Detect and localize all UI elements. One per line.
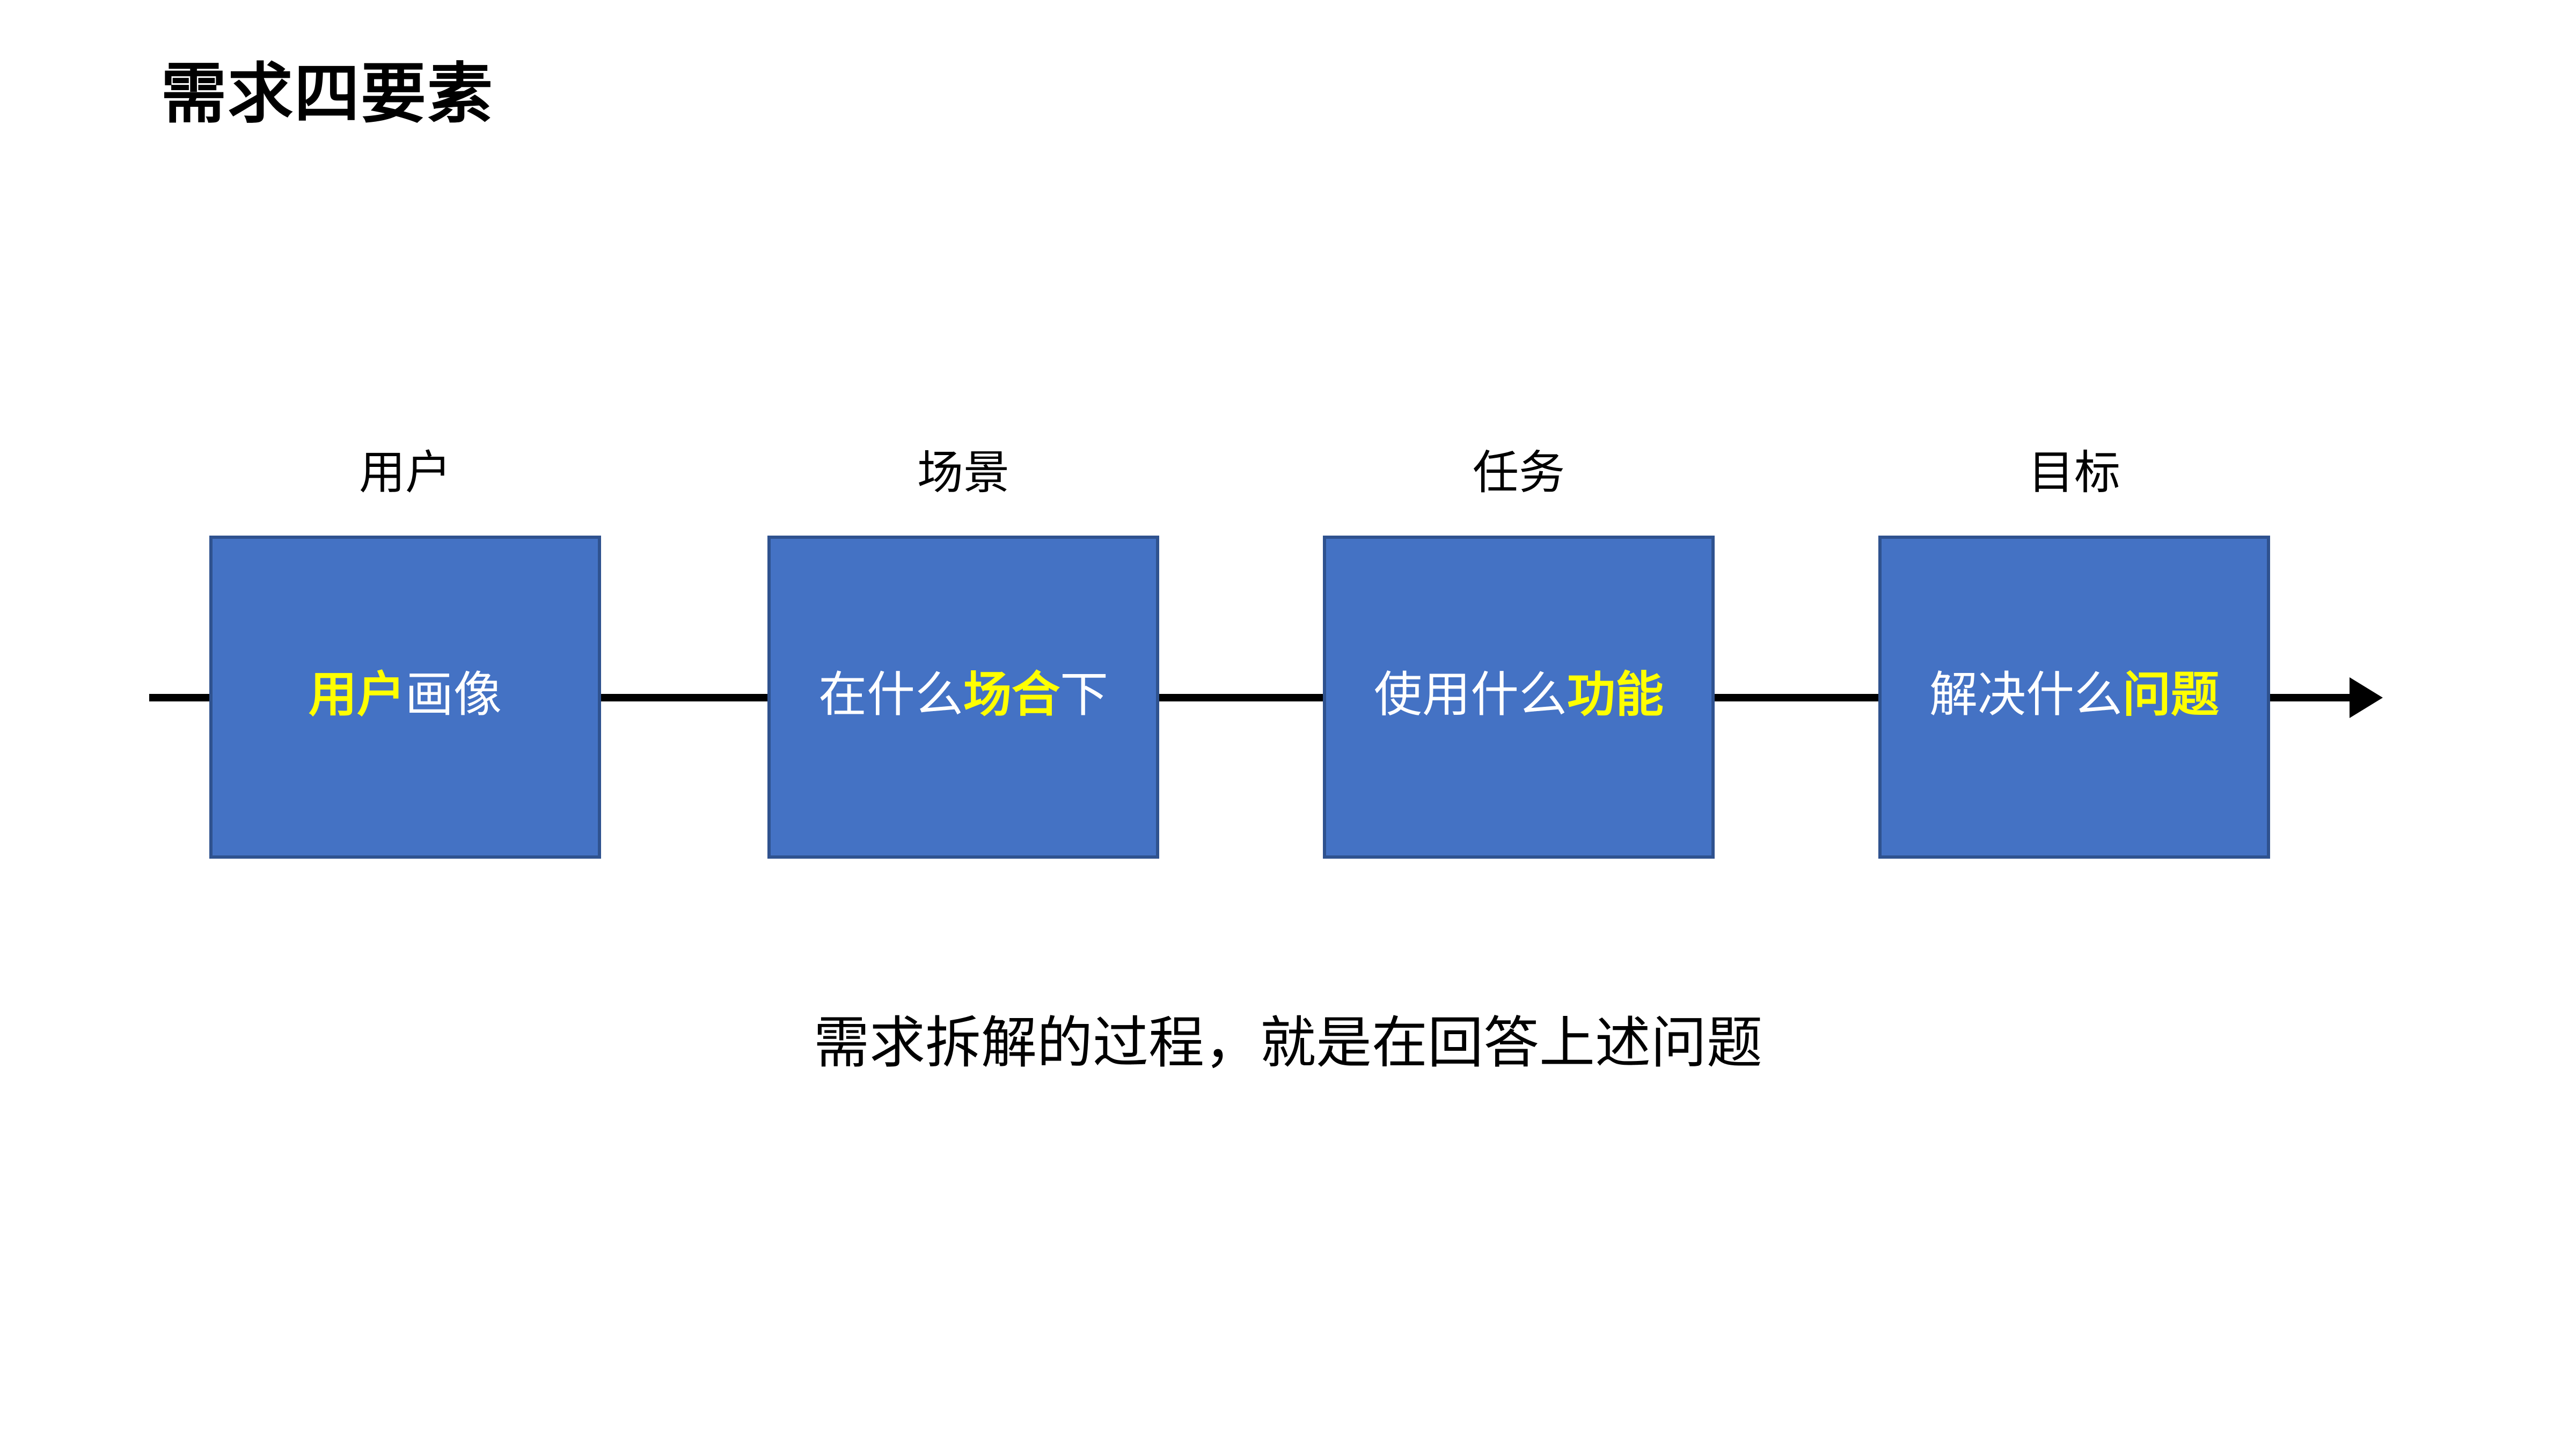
node-text-goal: 解决什么问题 xyxy=(1929,671,2219,719)
arrow-right-icon xyxy=(2350,677,2383,718)
node-label-scene: 场景 xyxy=(917,447,1009,499)
page-title: 需求四要素 xyxy=(161,57,494,130)
node-label-user: 用户 xyxy=(359,447,451,499)
node-text-scene-prefix: 在什么 xyxy=(818,668,963,722)
node-text-user-suffix: 画像 xyxy=(405,668,502,722)
node-text-task-prefix: 使用什么 xyxy=(1374,668,1567,722)
node-box-task[interactable]: 使用什么功能 xyxy=(1323,536,1715,859)
node-box-user[interactable]: 用户画像 xyxy=(209,536,601,859)
node-label-goal: 目标 xyxy=(2028,447,2120,499)
node-text-goal-highlight: 问题 xyxy=(2123,668,2219,722)
node-text-scene-suffix: 下 xyxy=(1060,668,1108,722)
connector-line-end xyxy=(2262,694,2351,701)
node-text-goal-prefix: 解决什么 xyxy=(1929,668,2123,722)
connector-line-start xyxy=(149,694,219,701)
node-text-scene-highlight: 场合 xyxy=(963,668,1060,722)
caption-text: 需求拆解的过程，就是在回答上述问题 xyxy=(813,1012,1762,1074)
node-text-task: 使用什么功能 xyxy=(1374,671,1664,719)
connector-line-3-4 xyxy=(1709,694,1881,701)
node-text-task-highlight: 功能 xyxy=(1567,668,1664,722)
connector-line-1-2 xyxy=(596,694,767,701)
connector-line-2-3 xyxy=(1154,694,1326,701)
node-text-user-highlight: 用户 xyxy=(309,668,405,722)
node-label-task: 任务 xyxy=(1473,447,1565,499)
node-text-user: 用户画像 xyxy=(309,671,502,719)
node-box-goal[interactable]: 解决什么问题 xyxy=(1878,536,2270,859)
node-box-scene[interactable]: 在什么场合下 xyxy=(767,536,1159,859)
node-text-scene: 在什么场合下 xyxy=(818,671,1108,719)
